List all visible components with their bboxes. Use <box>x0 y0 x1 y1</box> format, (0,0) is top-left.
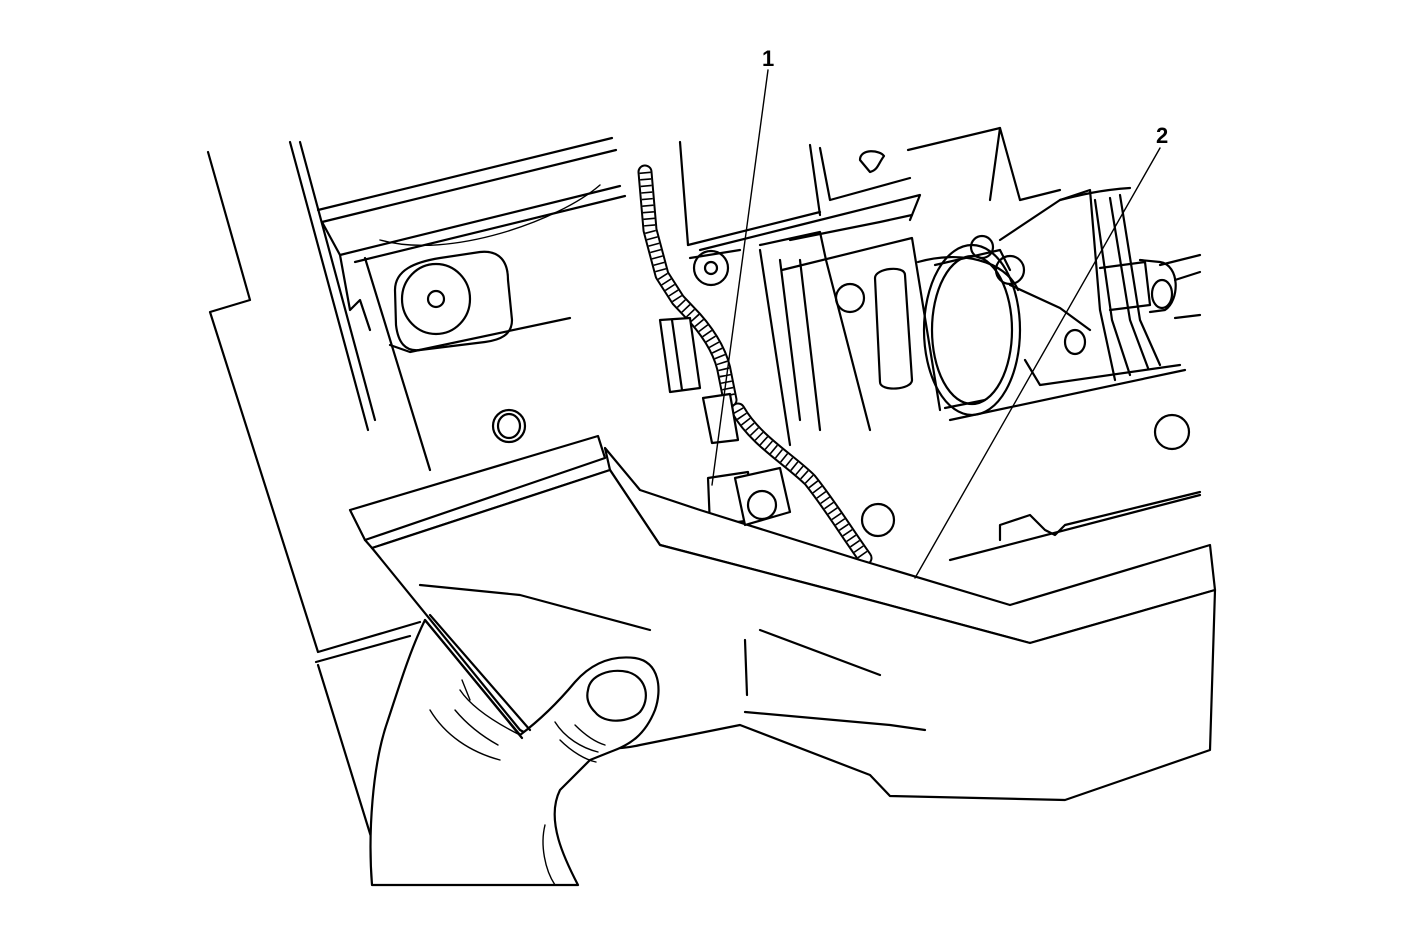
callout-2-leader <box>914 147 1161 579</box>
technician-hand <box>369 613 660 887</box>
callout-leaders <box>711 69 1161 579</box>
left-mount-plate <box>388 250 572 444</box>
callout-1-leader <box>711 69 769 486</box>
callout-1-label: 1 <box>762 46 774 71</box>
center-bracket <box>692 150 942 538</box>
callout-2-label: 2 <box>1156 123 1168 148</box>
dashboard-shell <box>288 126 1062 472</box>
wiring-harness <box>637 164 873 566</box>
outer-body-panel <box>206 150 422 842</box>
right-speaker-assembly <box>916 186 1202 562</box>
